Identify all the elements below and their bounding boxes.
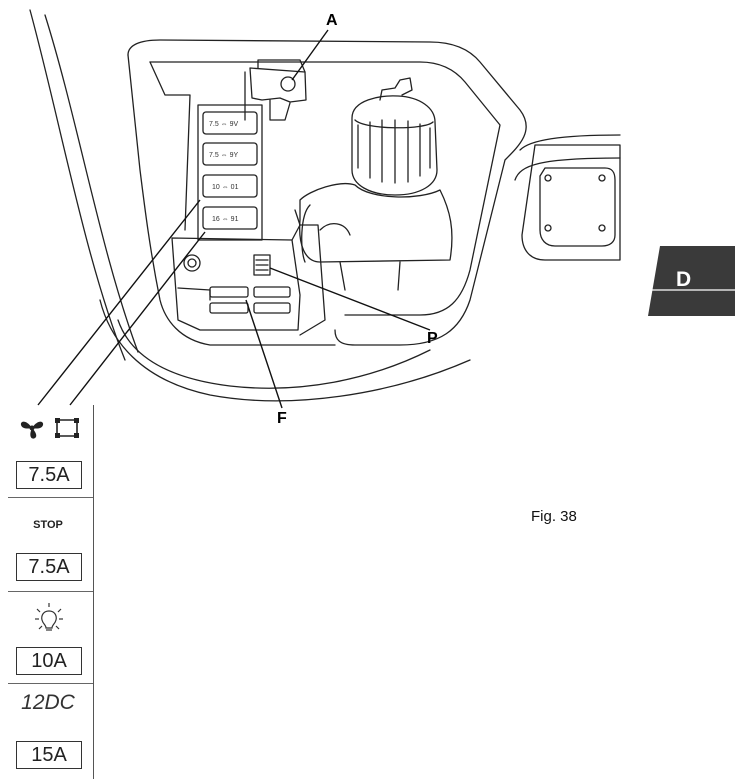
figure-caption: Fig. 38	[531, 508, 577, 525]
amperage-box: 15A	[16, 741, 82, 769]
leader-f	[245, 299, 283, 409]
legend-cell-stop: STOP 7.5A	[8, 499, 93, 592]
reservoir-body	[299, 183, 453, 263]
leader-a	[291, 29, 329, 81]
fan-icon	[20, 421, 44, 439]
compartment-frame-inner	[149, 61, 501, 316]
section-tab-shape	[648, 246, 735, 316]
legend-cell-12dc: 12DC 15A	[8, 685, 93, 779]
compartment-left-wall	[127, 54, 336, 346]
legend-cell-fan: 7.5A	[8, 405, 93, 498]
callout-label-p: P	[427, 330, 438, 347]
amperage-box: 7.5A	[16, 461, 82, 489]
right-panel-2	[514, 157, 621, 181]
fuse-legend: 7.5A STOP 7.5A 10A 12DC 15A	[8, 405, 94, 779]
bracket-a	[249, 67, 307, 103]
body-contour-outer	[29, 9, 126, 361]
legend-cell-light: 10A	[8, 593, 93, 684]
svg-text:16 ⇔ 91: 16 ⇔ 91	[212, 216, 239, 223]
compartment-left-wall-inner	[149, 61, 191, 231]
body-contour-inner	[44, 14, 139, 353]
leader-legend-1	[37, 199, 201, 406]
body-contour-lower2	[117, 319, 431, 389]
right-panel	[519, 134, 621, 151]
leader-legend-2	[69, 231, 206, 406]
svg-text:10 ⇔ 01: 10 ⇔ 01	[212, 184, 239, 191]
socket-label: 12DC	[21, 691, 75, 714]
reservoir-neck	[379, 77, 413, 101]
light-bulb-icon	[35, 603, 63, 631]
callout-label-a: A	[326, 12, 338, 29]
reservoir-cap	[351, 95, 438, 196]
callout-label-f: F	[277, 410, 287, 427]
window-heater-icon	[55, 418, 79, 438]
lower-fuse-panel	[171, 237, 301, 331]
compartment-frame-outer	[127, 39, 527, 346]
amperage-box: 7.5A	[16, 553, 82, 581]
leader-p	[269, 267, 431, 331]
stop-label: STOP	[33, 519, 63, 531]
svg-text:7.5 ⇔ 9V: 7.5 ⇔ 9V	[209, 121, 239, 128]
section-tab-letter: D	[676, 268, 692, 291]
right-vent-inner	[539, 167, 616, 247]
svg-text:7.5 ⇔ 9Y: 7.5 ⇔ 9Y	[209, 152, 239, 159]
right-vent	[521, 144, 621, 261]
amperage-box: 10A	[16, 647, 82, 675]
